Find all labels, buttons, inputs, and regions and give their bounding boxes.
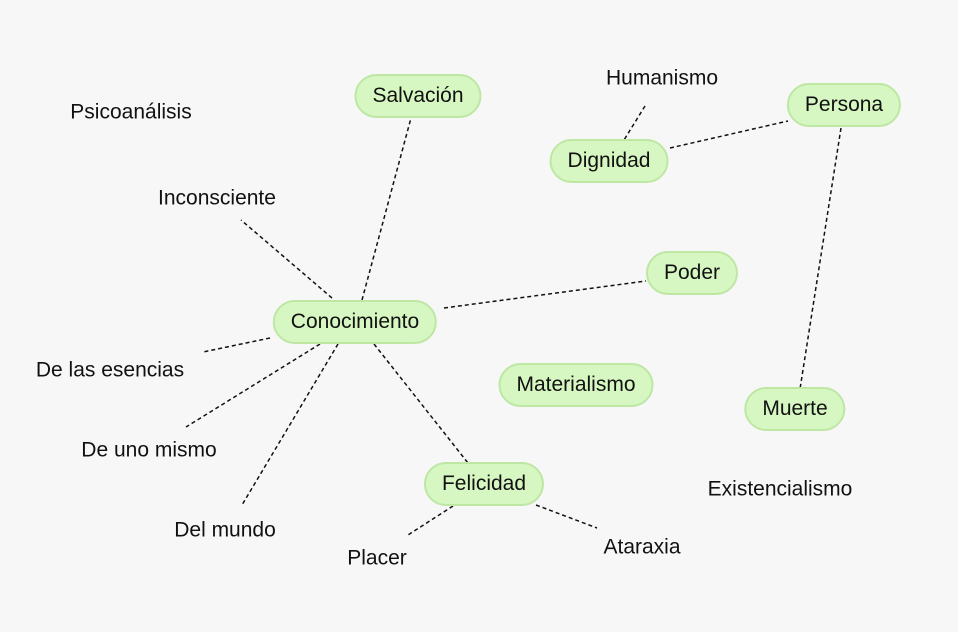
edge-felicidad-placer — [407, 505, 454, 536]
node-salvacion[interactable]: Salvación — [354, 74, 482, 118]
edge-felicidad-ataraxia — [535, 504, 598, 529]
edge-conocimiento-de-las-esencias — [202, 337, 271, 353]
edge-conocimiento-felicidad — [373, 343, 469, 464]
edge-conocimiento-del-mundo — [241, 343, 339, 506]
node-placer[interactable]: Placer — [347, 546, 407, 570]
node-inconsciente[interactable]: Inconsciente — [158, 186, 276, 210]
edge-conocimiento-salvacion — [361, 117, 412, 301]
node-dignidad[interactable]: Dignidad — [549, 139, 669, 183]
node-de-las-esencias[interactable]: De las esencias — [35, 358, 185, 382]
node-ataraxia[interactable]: Ataraxia — [603, 535, 681, 559]
edge-dignidad-persona — [669, 120, 789, 149]
node-poder[interactable]: Poder — [645, 251, 739, 295]
node-del-mundo[interactable]: Del mundo — [174, 518, 276, 542]
node-existencialismo[interactable]: Existencialismo — [707, 477, 853, 501]
node-de-uno-mismo[interactable]: De uno mismo — [81, 438, 217, 462]
edge-conocimiento-poder — [443, 280, 647, 309]
node-materialismo[interactable]: Materialismo — [498, 363, 654, 407]
node-psicoanalisis[interactable]: Psicoanálisis — [70, 100, 192, 124]
edge-humanismo-dignidad — [623, 105, 646, 141]
node-persona[interactable]: Persona — [786, 83, 902, 127]
node-humanismo[interactable]: Humanismo — [605, 66, 719, 90]
edge-conocimiento-de-uno-mismo — [185, 343, 321, 428]
edge-persona-muerte — [799, 127, 842, 390]
node-muerte[interactable]: Muerte — [744, 387, 846, 431]
node-felicidad[interactable]: Felicidad — [423, 462, 545, 506]
edge-conocimiento-inconsciente — [240, 219, 333, 299]
node-conocimiento[interactable]: Conocimiento — [272, 300, 438, 344]
